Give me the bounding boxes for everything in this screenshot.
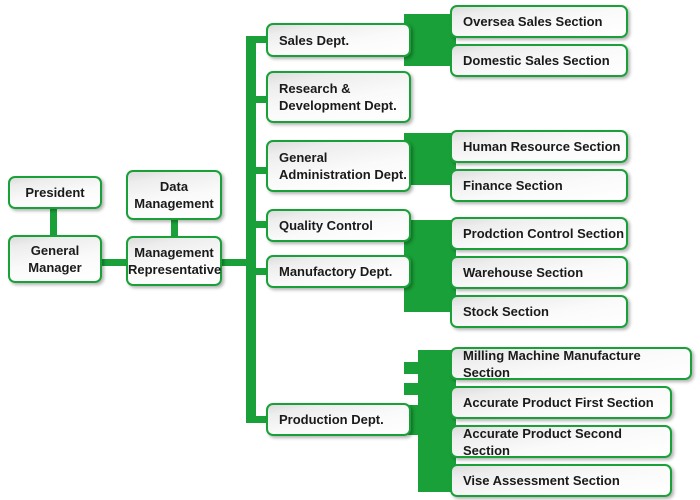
connector-data-management-to-management-rep: [171, 218, 178, 240]
node-quality-control-label: Quality Control: [279, 218, 373, 233]
node-general-administration-dept-label: General Administration Dept.: [279, 150, 407, 182]
node-domestic-sales-section[interactable]: Domestic Sales Section: [450, 44, 628, 77]
connector-management-rep-to-trunk: [219, 259, 254, 266]
connector-production-stub-mid: [404, 383, 434, 395]
node-stock-section-label: Stock Section: [463, 304, 549, 319]
node-general-manager[interactable]: General Manager: [8, 235, 102, 283]
connector-main-trunk: [246, 36, 256, 423]
node-vise-assessment-section-label: Vise Assessment Section: [463, 473, 620, 488]
connector-trunk-to-research-dept: [246, 96, 270, 103]
connector-general-manager-to-management-rep: [100, 259, 130, 266]
node-research-development-dept[interactable]: Research & Development Dept.: [266, 71, 411, 123]
node-accurate-product-second-section-label: Accurate Product Second Section: [463, 425, 622, 458]
connector-bus-general-admin-dept: [404, 133, 456, 185]
node-human-resource-section[interactable]: Human Resource Section: [450, 130, 628, 163]
node-general-administration-dept[interactable]: General Administration Dept.: [266, 140, 411, 192]
node-domestic-sales-section-label: Domestic Sales Section: [463, 53, 610, 68]
node-manufactory-dept-label: Manufactory Dept.: [279, 264, 393, 279]
connector-trunk-to-production-dept: [246, 416, 270, 423]
node-president[interactable]: President: [8, 176, 102, 209]
connector-bus-sales-dept: [404, 14, 456, 66]
node-milling-machine-manufacture-section-label: Milling Machine Manufacture Section: [463, 347, 641, 380]
node-general-manager-label: General Manager: [28, 243, 82, 275]
connector-trunk-to-manufactory-dept: [246, 268, 270, 275]
node-stock-section[interactable]: Stock Section: [450, 295, 628, 328]
node-prodction-control-section-label: Prodction Control Section: [463, 226, 625, 241]
connector-trunk-to-quality-control: [246, 221, 270, 228]
node-president-label: President: [25, 185, 85, 200]
node-manufactory-dept[interactable]: Manufactory Dept.: [266, 255, 411, 288]
node-production-dept-label: Production Dept.: [279, 412, 384, 427]
connector-bus-manufactory-dept: [404, 220, 456, 312]
node-sales-dept-label: Sales Dept.: [279, 32, 350, 48]
node-warehouse-section[interactable]: Warehouse Section: [450, 256, 628, 289]
connector-trunk-to-general-admin-dept: [246, 167, 270, 174]
node-research-development-dept-label: Research & Development Dept.: [279, 81, 397, 113]
node-management-representative[interactable]: Management Representative: [126, 236, 222, 286]
connector-trunk-to-sales-dept: [246, 36, 270, 43]
node-finance-section-label: Finance Section: [463, 178, 563, 193]
node-warehouse-section-label: Warehouse Section: [463, 265, 584, 280]
connector-production-stub-upper: [404, 362, 434, 374]
node-vise-assessment-section[interactable]: Vise Assessment Section: [450, 464, 672, 497]
node-production-dept[interactable]: Production Dept.: [266, 403, 411, 436]
node-accurate-product-second-section[interactable]: Accurate Product Second Section: [450, 425, 672, 458]
node-sales-dept[interactable]: Sales Dept.: [266, 23, 411, 57]
node-management-representative-label: Management Representative: [128, 245, 222, 277]
node-oversea-sales-section-label: Oversea Sales Section: [463, 14, 603, 29]
node-accurate-product-first-section-label: Accurate Product First Section: [463, 395, 654, 410]
node-quality-control[interactable]: Quality Control: [266, 209, 411, 242]
node-human-resource-section-label: Human Resource Section: [463, 139, 621, 154]
connector-president-to-general-manager: [50, 207, 57, 237]
connector-production-stub-lower: [404, 405, 456, 435]
node-milling-machine-manufacture-section[interactable]: Milling Machine Manufacture Section: [450, 347, 692, 380]
node-oversea-sales-section[interactable]: Oversea Sales Section: [450, 5, 628, 38]
node-data-management-label: Data Management: [134, 179, 214, 211]
node-prodction-control-section[interactable]: Prodction Control Section: [450, 217, 628, 250]
node-finance-section[interactable]: Finance Section: [450, 169, 628, 202]
node-data-management[interactable]: Data Management: [126, 170, 222, 220]
node-accurate-product-first-section[interactable]: Accurate Product First Section: [450, 386, 672, 419]
